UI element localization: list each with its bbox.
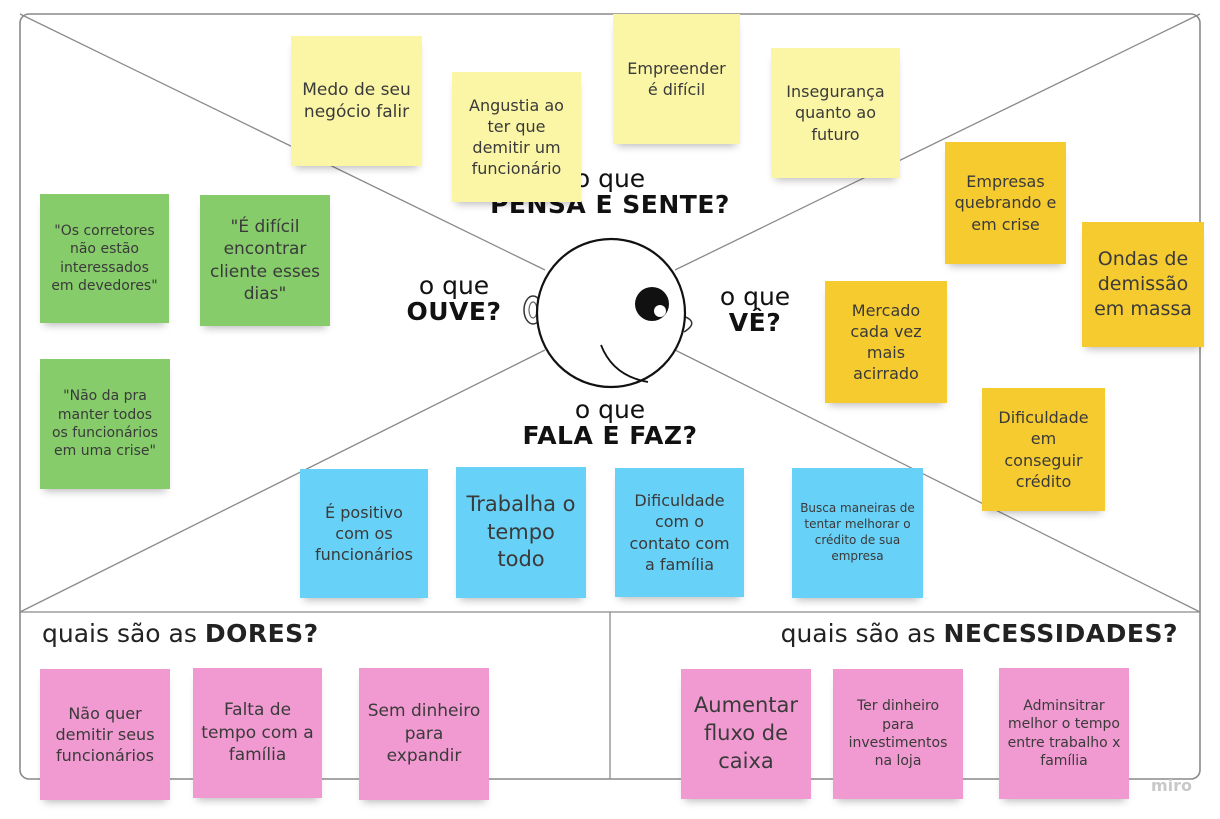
sticky-note-thinks-1[interactable]: Medo de seu negócio falir (291, 36, 422, 166)
diagonal-bottom-left (19, 349, 546, 613)
sticky-note-thinks-2[interactable]: Angustia ao ter que demitir um funcionár… (452, 72, 581, 202)
sticky-note-pains-2[interactable]: Falta de tempo com a família (193, 668, 322, 798)
sticky-note-pains-3[interactable]: Sem dinheiro para expandir (359, 668, 489, 800)
diagonal-top-left (19, 13, 546, 271)
section-title-pains: quais são as DORES? (42, 619, 319, 648)
sticky-note-needs-2[interactable]: Ter dinheiro para investimentos na loja (833, 669, 963, 799)
label-sees: o que VÊ? (719, 282, 791, 337)
sticky-note-sees-3[interactable]: Mercado cada vez mais acirrado (825, 281, 947, 403)
sticky-note-pains-1[interactable]: Não quer demitir seus funcionários (40, 669, 170, 800)
sticky-note-says-1[interactable]: É positivo com os funcionários (300, 469, 428, 598)
sticky-note-thinks-3[interactable]: Empreender é difícil (613, 14, 740, 144)
section-title-needs: quais são as NECESSIDADES? (780, 619, 1178, 648)
sticky-note-says-2[interactable]: Trabalha o tempo todo (456, 467, 586, 598)
sticky-note-sees-2[interactable]: Ondas de demissão em massa (1082, 222, 1204, 347)
sticky-note-hears-2[interactable]: "É difícil encontrar cliente esses dias" (200, 195, 330, 326)
sticky-note-needs-3[interactable]: Adminsitrar melhor o tempo entre trabalh… (999, 668, 1129, 799)
sticky-note-sees-4[interactable]: Dificuldade em conseguir crédito (982, 388, 1105, 511)
face-icon (523, 237, 693, 389)
sticky-note-hears-3[interactable]: "Não da pra manter todos os funcionários… (40, 359, 170, 489)
sticky-note-says-3[interactable]: Dificuldade com o contato com a família (615, 468, 744, 597)
sticky-note-sees-1[interactable]: Empresas quebrando e em crise (945, 142, 1066, 264)
sticky-note-says-4[interactable]: Busca maneiras de tentar melhorar o créd… (792, 468, 923, 598)
diagonal-bottom-right (674, 349, 1201, 613)
diagonal-top-right (674, 13, 1201, 271)
sticky-note-hears-1[interactable]: "Os corretores não estão interessados em… (40, 194, 169, 323)
label-hears: o que OUVE? (406, 271, 502, 326)
sticky-note-needs-1[interactable]: Aumentar fluxo de caixa (681, 669, 811, 799)
sticky-note-thinks-4[interactable]: Insegurança quanto ao futuro (771, 48, 900, 178)
miro-watermark: miro (1150, 776, 1192, 795)
label-says-and-does: o que FALA E FAZ? (522, 395, 698, 450)
